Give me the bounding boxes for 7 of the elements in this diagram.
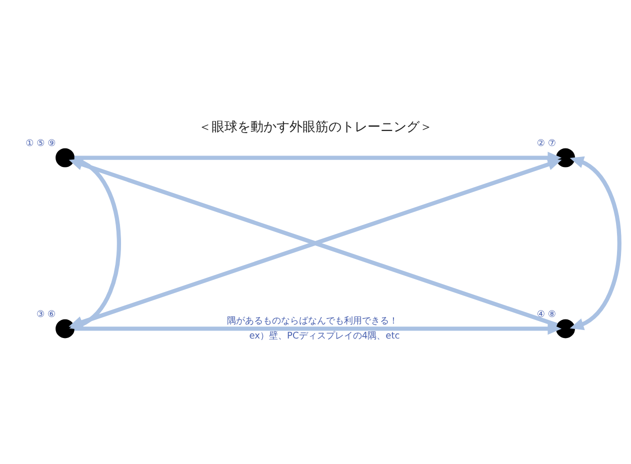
node-label: ① ⑤ ⑨ bbox=[26, 138, 56, 149]
diagram-title: ＜眼球を動かす外眼筋のトレーニング＞ bbox=[198, 120, 432, 135]
label: ex）壁、PCディスプレイの4隅、etc bbox=[249, 330, 400, 341]
node-label: ② ⑦ bbox=[536, 138, 556, 149]
label: 隅があるものならばなんでも利用できる！ bbox=[226, 316, 398, 326]
node-label: ④ ⑧ bbox=[536, 309, 556, 320]
node-label: ③ ⑥ bbox=[36, 309, 56, 320]
